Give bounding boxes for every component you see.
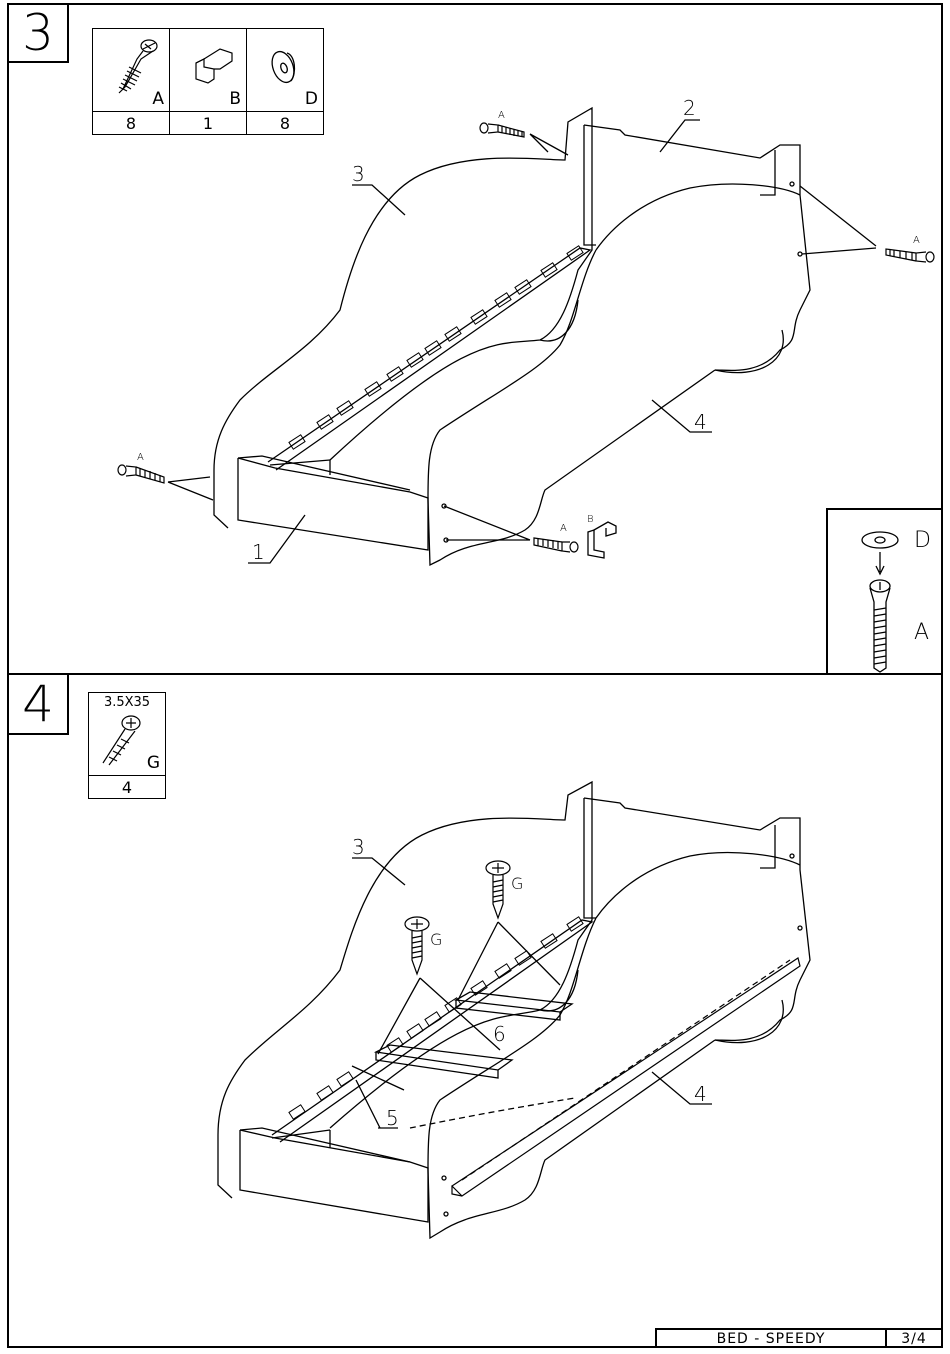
- title-block: BED - SPEEDY 3/4: [655, 1328, 943, 1348]
- detail-label-a: A: [914, 620, 930, 645]
- part-a-letter: A: [152, 89, 164, 109]
- screw-cap-detail-box: D A: [826, 508, 943, 675]
- slat-clips: [288, 245, 584, 450]
- slat-rail: [267, 247, 592, 471]
- part-d-letter: D: [304, 89, 318, 109]
- callout-rail-5: 5: [386, 1106, 399, 1130]
- callout-panel-4-step4: 4: [694, 1082, 707, 1106]
- section-divider: [7, 673, 943, 675]
- step-number-3: 3: [7, 3, 69, 63]
- part-g-size: 3.5X35: [103, 695, 151, 710]
- allen-key-icon: [195, 48, 233, 84]
- callout-panel-3-step4: 3: [352, 835, 365, 859]
- label-screw-a-3: A: [137, 452, 144, 463]
- part-d-qty: 8: [246, 111, 324, 135]
- callout-slat-6: 6: [493, 1022, 506, 1046]
- screw-a-1: [479, 122, 525, 138]
- label-screw-a-4: A: [560, 523, 567, 534]
- label-screw-g-1: G: [430, 930, 443, 949]
- part-g-cell: 3.5X35 G: [88, 692, 166, 776]
- cap-icon: [271, 50, 296, 84]
- part-a-cell: A: [92, 28, 170, 112]
- panel-3-outline: [213, 106, 593, 471]
- panel-1-outline: [237, 457, 429, 551]
- callout-panel-3: 3: [352, 162, 365, 186]
- part-b-cell: B: [169, 28, 247, 112]
- allen-key-b: [587, 521, 617, 559]
- wood-screw-g-2: [485, 860, 511, 920]
- step-number-4-text: 4: [22, 675, 54, 733]
- part-d-cell: D: [246, 28, 324, 112]
- panel-2-outline: [583, 124, 811, 372]
- document-title: BED - SPEEDY: [657, 1330, 887, 1348]
- step4-parts-table: 3.5X35 G 4: [88, 692, 166, 799]
- screw-icon: [118, 39, 158, 94]
- screw-a-2: [885, 248, 935, 263]
- part-b-letter: B: [229, 89, 241, 109]
- step-number-3-text: 3: [22, 4, 54, 62]
- part-g-letter: G: [146, 753, 160, 773]
- support-rail: [451, 957, 801, 1197]
- screw-a-4: [533, 537, 579, 553]
- detail-label-d: D: [914, 528, 931, 553]
- step3-parts-table: A B D 8 1 8: [92, 28, 324, 135]
- wood-screw-g-1: [404, 916, 430, 976]
- label-screw-g-2: G: [511, 874, 524, 893]
- callout-panel-1: 1: [252, 540, 265, 564]
- callout-panel-2: 2: [683, 96, 696, 120]
- callout-panel-4: 4: [694, 410, 707, 434]
- label-screw-a-2: A: [913, 235, 920, 246]
- step-number-4: 4: [7, 673, 69, 735]
- screw-a-3: [117, 464, 165, 484]
- panel-4-outline: [595, 183, 801, 251]
- part-g-qty: 4: [88, 775, 166, 799]
- part-a-qty: 8: [92, 111, 170, 135]
- screw-with-cap-icon: [861, 531, 899, 673]
- label-screw-a-1: A: [498, 110, 505, 121]
- wood-screw-icon: [102, 715, 141, 766]
- label-allen-key-b: B: [587, 514, 594, 525]
- page-number: 3/4: [887, 1330, 943, 1348]
- cross-slats-6: [373, 991, 574, 1079]
- part-b-qty: 1: [169, 111, 247, 135]
